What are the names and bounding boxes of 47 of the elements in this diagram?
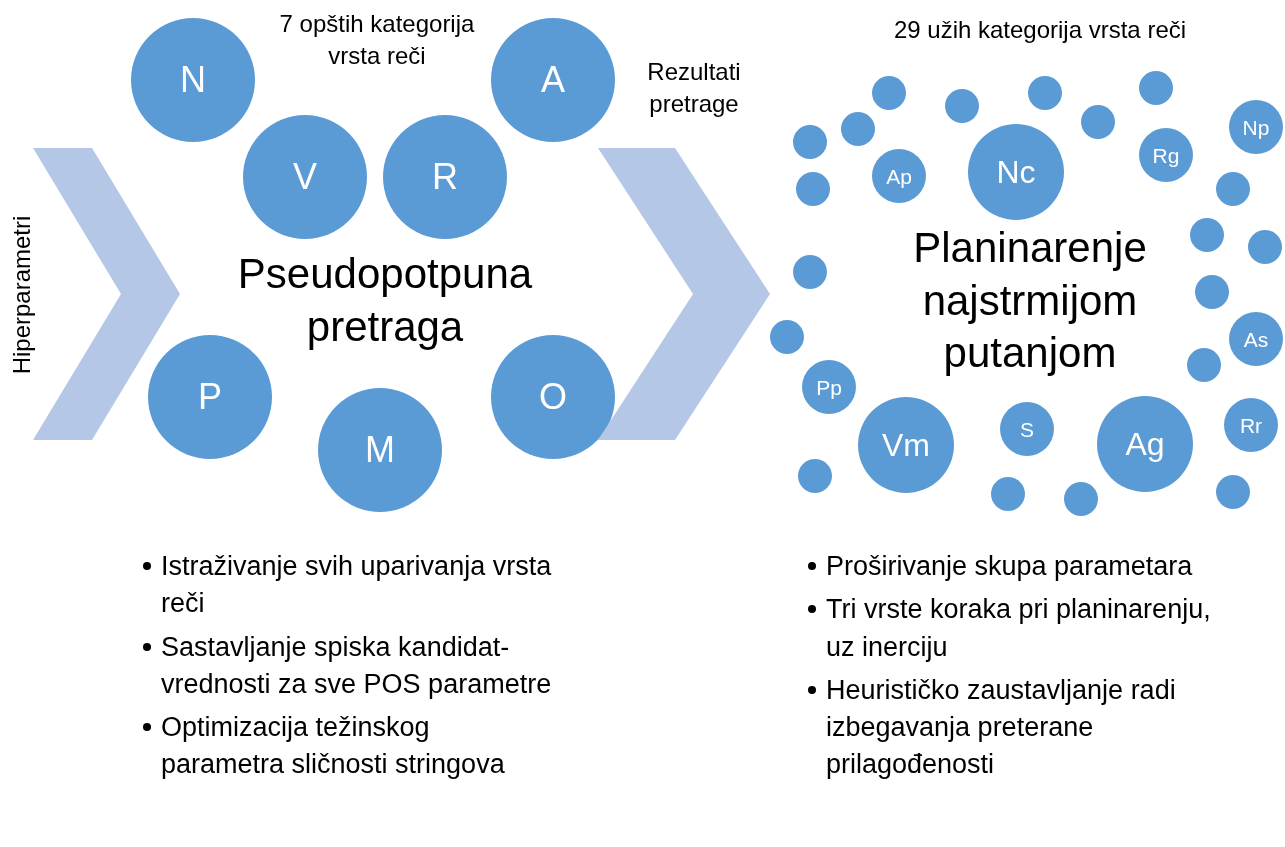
category-circle: N (131, 18, 255, 142)
empty-circle (798, 459, 832, 493)
category-circle: Rr (1224, 398, 1278, 452)
category-circle: P (148, 335, 272, 459)
category-circle: S (1000, 402, 1054, 456)
empty-circle (991, 477, 1025, 511)
category-circle: R (383, 115, 507, 239)
bullet-text: Tri vrste koraka pri planinarenju, uz inerciju (826, 593, 1212, 664)
bullet-text: Proširivanje skupa parametara (826, 550, 1193, 583)
category-circle: Pp (802, 360, 856, 414)
empty-circle (796, 172, 830, 206)
empty-circle (770, 320, 804, 354)
category-circle: A (491, 18, 615, 142)
category-circle: V (243, 115, 367, 239)
empty-circle (1139, 71, 1173, 105)
bullet-text: Istraživanje svih uparivanja vrsta reči (161, 550, 553, 621)
bullet-text: Optimizacija težinskog parametra sličnosti stringova (161, 711, 506, 782)
heading-text: Planinarenje najstrmijom putanjom (912, 223, 1148, 378)
empty-circle (1190, 218, 1224, 252)
heading-text: 29 užih kategorija vrsta reči (892, 15, 1188, 45)
empty-circle (1216, 172, 1250, 206)
category-circle: Nc (968, 124, 1064, 220)
empty-circle (841, 112, 875, 146)
bullet-text: Heurističko zaustavljanje radi izbegavanja preterane prilagođenosti (826, 673, 1177, 782)
category-circle: Vm (858, 397, 954, 493)
category-circle: As (1229, 312, 1283, 366)
empty-circle (1028, 76, 1062, 110)
empty-circle (793, 125, 827, 159)
category-circle: Np (1229, 100, 1283, 154)
category-circle: M (318, 388, 442, 512)
category-circle: Ag (1097, 396, 1193, 492)
empty-circle (1195, 275, 1229, 309)
empty-circle (1064, 482, 1098, 516)
arrow-label: Rezultati pretrage (646, 57, 742, 120)
category-circle: O (491, 335, 615, 459)
empty-circle (1187, 348, 1221, 382)
heading-text: 7 opštih kategorija vrsta reči (278, 9, 476, 72)
bullet-text: Sastavljanje spiska kandidat-vrednosti za sve POS parametre (161, 630, 553, 701)
category-circle: Rg (1139, 128, 1193, 182)
empty-circle (1081, 105, 1115, 139)
category-circle: Ap (872, 149, 926, 203)
empty-circle (1216, 475, 1250, 509)
rotated-label: Hiperparametri (8, 215, 37, 375)
empty-circle (872, 76, 906, 110)
empty-circle (793, 255, 827, 289)
empty-circle (945, 89, 979, 123)
empty-circle (1248, 230, 1282, 264)
